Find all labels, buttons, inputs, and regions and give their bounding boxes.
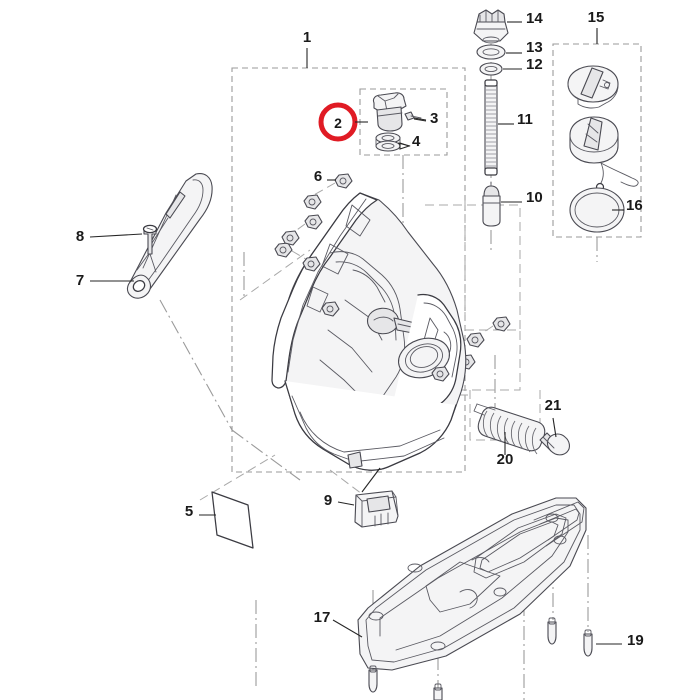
callout-number-15: 15 — [588, 9, 605, 26]
callout-number-11: 11 — [517, 111, 533, 128]
part-1-fuel-tank-handle-housing — [271, 192, 485, 471]
callout-number-5: 5 — [185, 503, 193, 520]
highlight-badge-2[interactable]: 2 — [318, 102, 368, 142]
part-4-grommet-seal — [375, 132, 411, 152]
callout-number-14: 14 — [526, 10, 543, 27]
callout-number-16: 16 — [626, 197, 643, 214]
leader-lines — [89, 21, 624, 645]
callout-number-19: 19 — [627, 632, 644, 649]
part-20-annular-buffer-spring — [473, 403, 546, 455]
callout-number-10: 10 — [526, 189, 543, 206]
part-10-fuel-filter — [482, 181, 501, 227]
leader-9-body — [361, 467, 381, 493]
callout-number-13: 13 — [526, 39, 543, 56]
part-9-rubber-buffer-block — [354, 490, 399, 528]
callout-number-1: 1 — [303, 29, 311, 46]
part-12-o-ring-small — [479, 62, 503, 76]
screw-6-a — [334, 173, 353, 189]
screw-19-b — [583, 629, 593, 657]
screw-6-c — [274, 242, 293, 258]
leader-3 — [413, 118, 427, 122]
part-11-fuel-hose — [484, 79, 498, 176]
leader-17 — [332, 619, 363, 638]
screw-19-c — [368, 665, 378, 693]
part-3-clamp-screw — [372, 92, 427, 132]
screw-19-a — [547, 617, 557, 645]
callout-number-8: 8 — [76, 228, 84, 245]
callout-number-9: 9 — [324, 492, 332, 509]
screw-6-e — [492, 316, 511, 332]
callout-number-12: 12 — [526, 56, 543, 73]
part-17-bottom-cover-plate — [357, 497, 587, 671]
part-16-cap-gasket-ring — [569, 187, 625, 233]
highlight-number: 2 — [334, 115, 342, 131]
callout-number-3: 3 — [430, 110, 438, 127]
callout-number-6: 6 — [314, 168, 322, 185]
part-14-tank-vent-valve — [473, 9, 509, 44]
part-5-decal-plate — [211, 491, 254, 549]
callout-number-20: 20 — [497, 451, 514, 468]
screw-19-d — [433, 683, 443, 700]
part-7-handle-bar-cover — [126, 173, 213, 299]
part-15-fuel-cap-assembly — [567, 65, 639, 192]
screw-6-b — [304, 214, 323, 230]
callout-number-4: 4 — [412, 133, 421, 150]
callout-number-7: 7 — [76, 272, 84, 289]
part-19-cover-screws — [368, 617, 593, 700]
leader-9 — [337, 501, 355, 506]
leader-8 — [89, 233, 143, 238]
highlight-inner-fill — [326, 110, 350, 134]
callout-number-21: 21 — [545, 397, 562, 414]
part-13-o-ring-large — [476, 44, 506, 60]
part-8-handle-screw — [142, 224, 158, 273]
part-21-buffer-screw — [539, 432, 570, 456]
leader-21 — [552, 417, 557, 438]
callout-number-17: 17 — [314, 609, 331, 626]
